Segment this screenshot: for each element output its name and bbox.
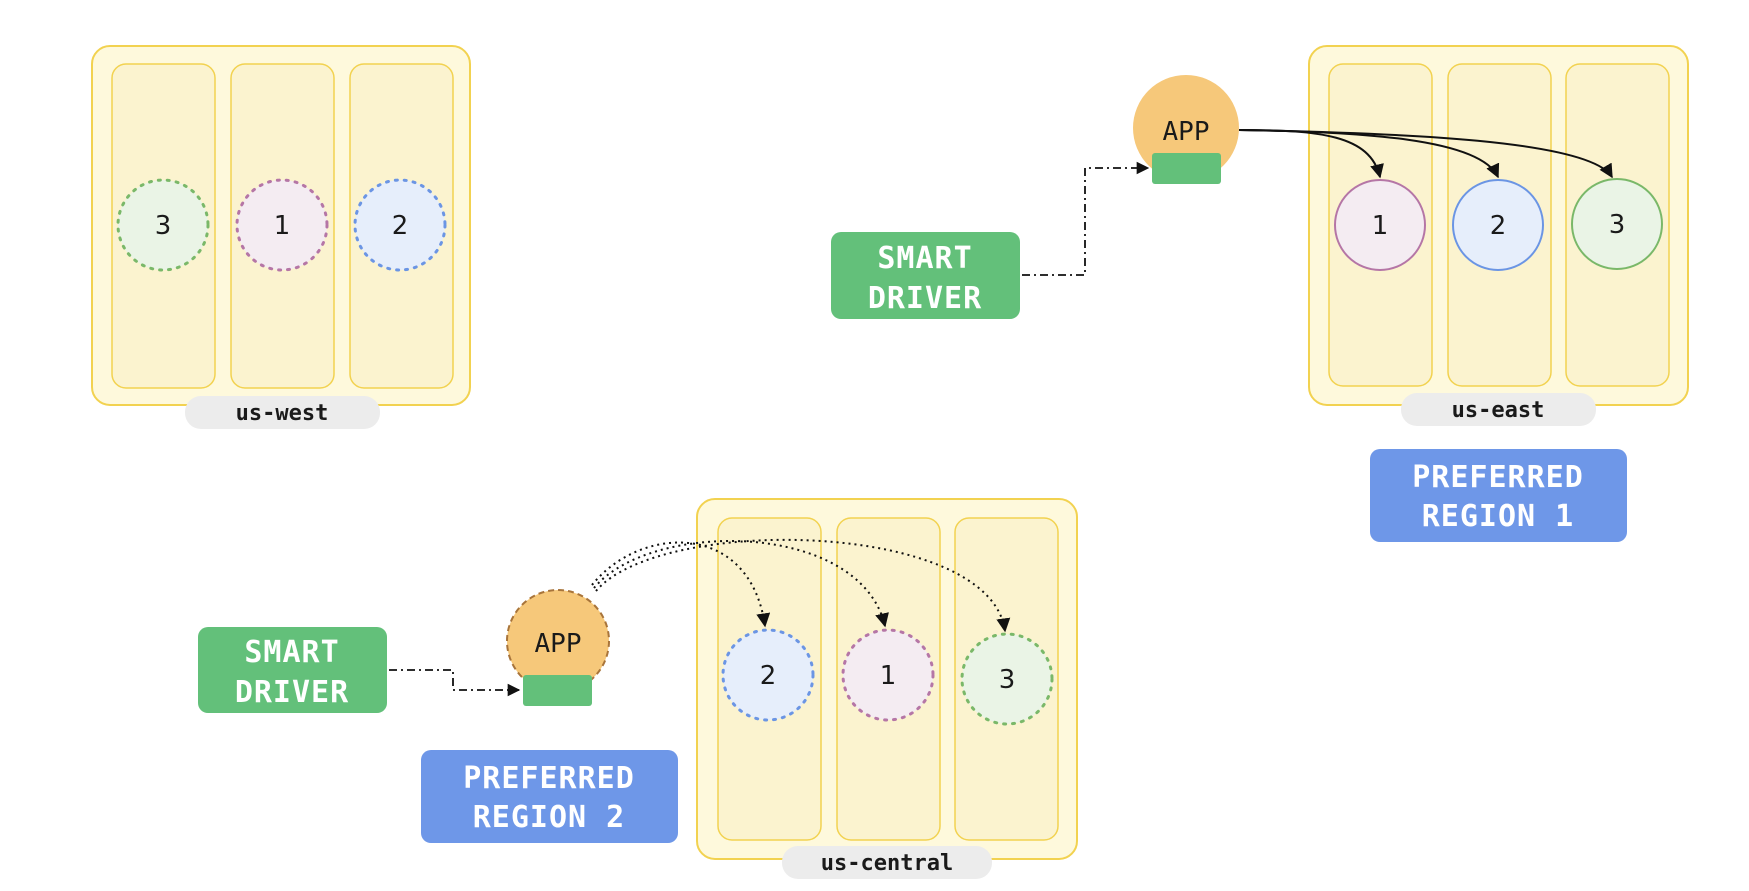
svg-text:us-central: us-central: [821, 851, 953, 876]
svg-text:2: 2: [760, 661, 777, 691]
svg-text:REGION 1: REGION 1: [1422, 499, 1575, 534]
svg-text:SMART: SMART: [244, 635, 339, 670]
svg-text:3: 3: [999, 665, 1016, 695]
svg-text:DRIVER: DRIVER: [235, 675, 349, 710]
replica-node: 1: [235, 178, 329, 272]
replica-node: 2: [721, 628, 815, 722]
replica-node: 2: [1452, 179, 1544, 271]
replica-node: 2: [353, 178, 447, 272]
driver-connector-central: [389, 669, 521, 697]
svg-text:PREFERRED: PREFERRED: [1412, 460, 1584, 495]
app-east: APP: [1133, 75, 1239, 184]
preferred-region-1-badge: PREFERRED REGION 1: [1370, 449, 1627, 542]
svg-text:1: 1: [274, 211, 291, 241]
region-us-east: 1 2 3 us-east: [1308, 45, 1689, 426]
svg-text:APP: APP: [1163, 117, 1210, 147]
replica-node: 3: [960, 632, 1054, 726]
svg-text:us-west: us-west: [236, 401, 329, 426]
replica-node: 1: [1334, 179, 1426, 271]
connection-arrow: [1238, 129, 1613, 179]
region-label: us-central: [782, 846, 992, 879]
driver-module: [1152, 153, 1221, 184]
svg-text:2: 2: [392, 211, 409, 241]
app-central: APP: [506, 589, 610, 706]
svg-text:2: 2: [1490, 211, 1507, 241]
smart-driver-east: SMART DRIVER: [831, 232, 1020, 319]
driver-module: [523, 675, 592, 706]
svg-text:PREFERRED: PREFERRED: [463, 761, 635, 796]
svg-text:APP: APP: [535, 629, 582, 659]
driver-connector-east: [1022, 161, 1150, 276]
region-us-central: 2 1 3 us-central: [696, 498, 1078, 879]
preferred-region-2-badge: PREFERRED REGION 2: [421, 750, 678, 843]
region-us-west: 3 1 2 us-west: [91, 45, 471, 429]
replica-node: 3: [116, 178, 210, 272]
svg-text:REGION 2: REGION 2: [473, 800, 626, 835]
svg-text:3: 3: [155, 211, 172, 241]
svg-text:DRIVER: DRIVER: [868, 281, 982, 316]
svg-text:1: 1: [880, 661, 897, 691]
svg-text:3: 3: [1609, 210, 1626, 240]
region-label: us-west: [185, 396, 380, 429]
svg-text:us-east: us-east: [1452, 398, 1545, 423]
replica-node: 3: [1571, 178, 1663, 270]
replica-node: 1: [841, 628, 935, 722]
connection-arrow: [595, 538, 1011, 633]
smart-driver-central: SMART DRIVER: [198, 627, 387, 713]
connection-arrow: [593, 540, 889, 628]
svg-text:SMART: SMART: [877, 241, 972, 276]
svg-text:1: 1: [1372, 211, 1389, 241]
region-label: us-east: [1401, 393, 1596, 426]
